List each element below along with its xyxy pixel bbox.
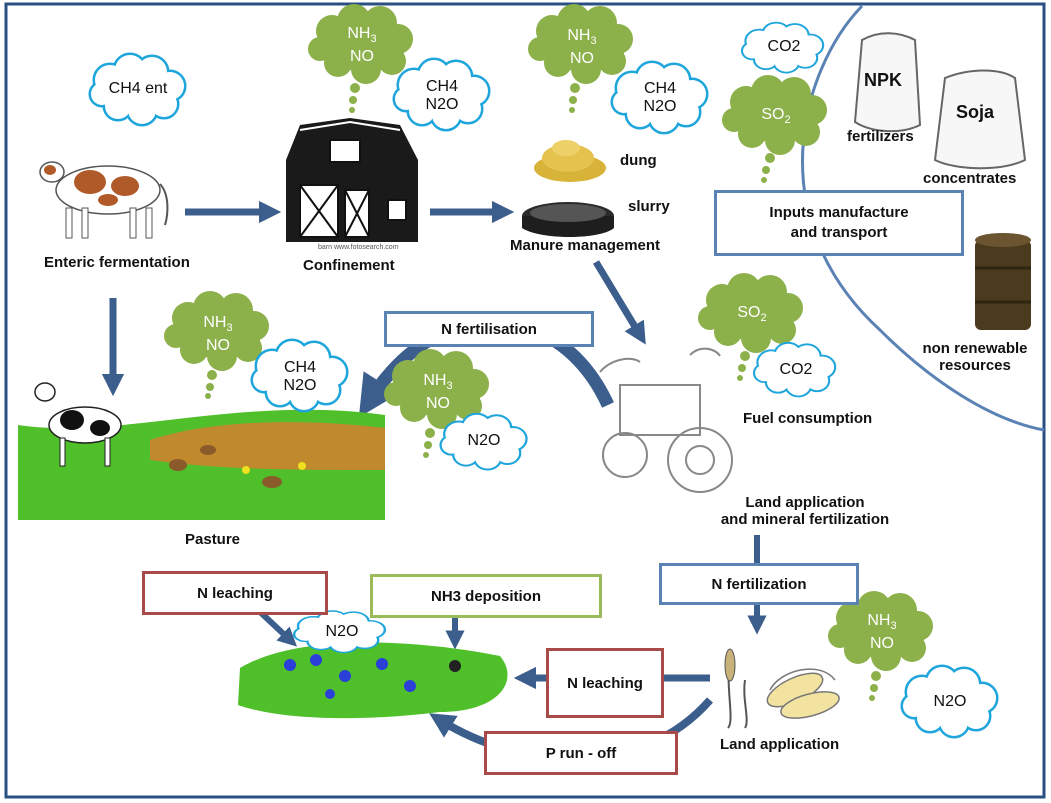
enteric-fermentation-label: Enteric fermentation bbox=[44, 254, 190, 271]
nh3-no-cloud-confinement bbox=[308, 4, 413, 113]
n-fertilisation-box: N fertilisation bbox=[384, 311, 594, 347]
nh3-no-cloud-land bbox=[828, 591, 933, 701]
nh3-deposition-box: NH3 deposition bbox=[370, 574, 602, 618]
n-leaching-box-right: N leaching bbox=[546, 648, 664, 718]
so2-cloud-fuel bbox=[698, 273, 803, 381]
pasture-illustration bbox=[18, 382, 385, 520]
ch4-ent-text: CH4 ent bbox=[108, 80, 168, 97]
slurry-tank-illustration bbox=[522, 202, 614, 237]
co2-text-fuel: CO2 bbox=[779, 361, 813, 378]
nh3-no-cloud-fertilisation bbox=[384, 349, 489, 458]
co2-text-inputs: CO2 bbox=[767, 38, 801, 55]
slurry-label: slurry bbox=[628, 198, 670, 215]
manure-management-label: Manure management bbox=[510, 237, 661, 254]
soja-bag-illustration bbox=[933, 69, 1027, 170]
dung-pile-illustration bbox=[534, 140, 606, 182]
crops-illustration bbox=[724, 648, 840, 729]
p-runoff-box: P run - off bbox=[484, 731, 678, 775]
n2o-text-fertilisation: N2O bbox=[467, 432, 501, 449]
npk-bag-illustration bbox=[853, 32, 922, 133]
fertilizers-label: fertilizers bbox=[847, 128, 914, 145]
confinement-label: Confinement bbox=[303, 257, 395, 274]
n2o-text-land: N2O bbox=[933, 693, 967, 710]
tractor-illustration bbox=[599, 347, 733, 493]
barn-illustration bbox=[286, 118, 418, 242]
dung-label: dung bbox=[620, 152, 657, 169]
arrow-manure-to-tractor bbox=[593, 260, 646, 345]
field-illustration bbox=[238, 642, 508, 719]
pasture-label: Pasture bbox=[185, 531, 241, 548]
outer-frame bbox=[4, 2, 1046, 799]
inputs-region-arc bbox=[801, 4, 1045, 432]
npk-bag-label: NPK bbox=[864, 70, 903, 90]
so2-text-fuel: SO2 bbox=[737, 304, 767, 325]
so2-cloud-inputs bbox=[722, 75, 827, 183]
fuel-consumption-label: Fuel consumption bbox=[743, 410, 873, 427]
nh3-no-cloud-pasture bbox=[164, 291, 269, 399]
cow-illustration bbox=[39, 161, 169, 239]
so2-text-inputs: SO2 bbox=[761, 106, 791, 127]
n-fertilization-box: N fertilization bbox=[659, 563, 859, 605]
nh3-no-cloud-manure bbox=[528, 4, 633, 113]
n2o-text-field: N2O bbox=[325, 623, 359, 640]
arrow-leaching-left bbox=[255, 607, 298, 647]
land-application-label: Land application bbox=[720, 736, 840, 753]
concentrates-label: concentrates bbox=[923, 170, 1017, 187]
soja-bag-label: Soja bbox=[956, 102, 995, 122]
n-leaching-box-left: N leaching bbox=[142, 571, 328, 615]
oil-barrel-illustration bbox=[975, 233, 1031, 330]
barn-caption: barn www.fotosearch.com bbox=[318, 244, 399, 251]
